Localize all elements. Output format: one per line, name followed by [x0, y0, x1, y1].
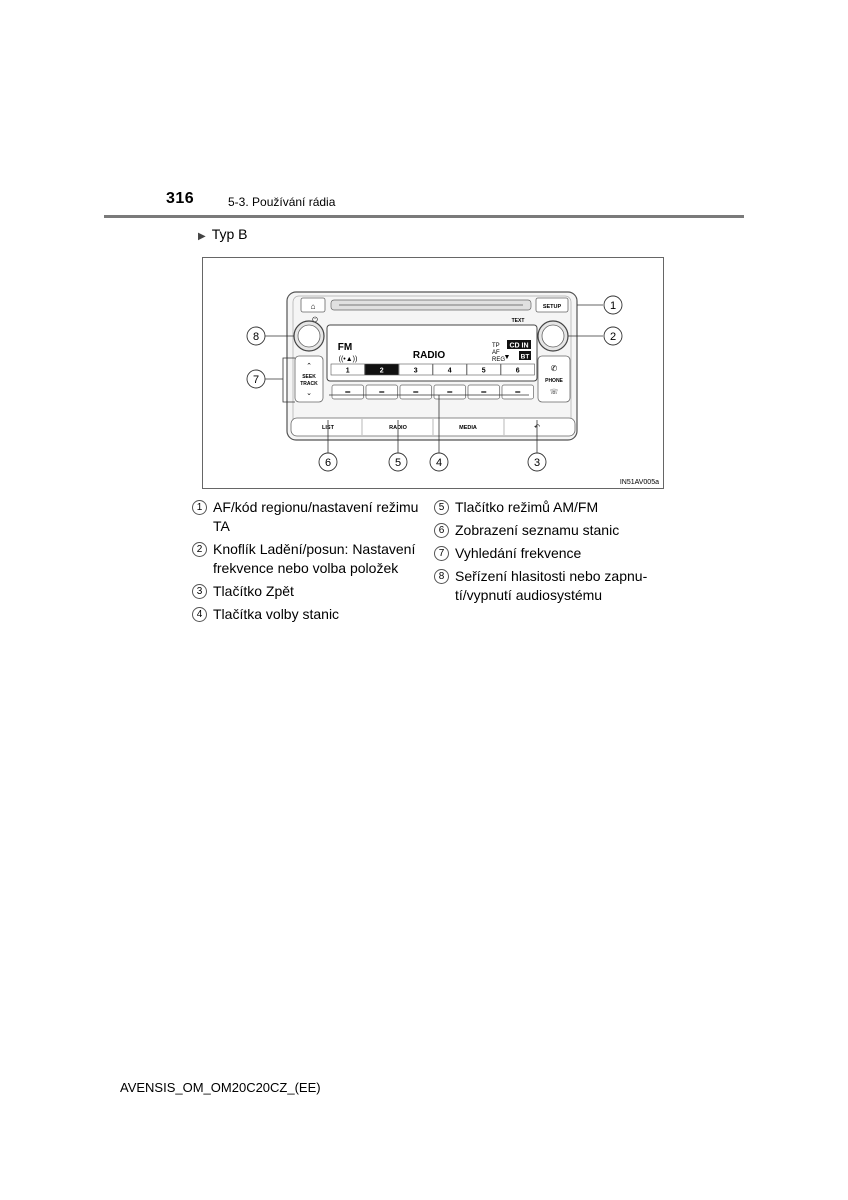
- phone-label: PHONE: [545, 378, 563, 384]
- legend-number: 5: [434, 500, 449, 515]
- legend-number: 6: [434, 523, 449, 538]
- legend-left: 1 AF/kód regionu/nastavení režimu TA 2 K…: [192, 498, 428, 628]
- callout-7: [246, 369, 266, 389]
- band-text: FM: [338, 342, 352, 353]
- tp-text: TP: [492, 343, 500, 349]
- legend-item-6: 6 Zobrazení seznamu stanic: [434, 521, 674, 540]
- ta-signal-icon: ((•▲)): [339, 356, 358, 363]
- legend-item-5: 5 Tlačítko režimů AM/FM: [434, 498, 674, 517]
- cd-in-text: CD IN: [509, 343, 528, 350]
- triangle-bullet-icon: ▶: [198, 231, 206, 242]
- preset-tile-2: [364, 363, 399, 376]
- power-icon: ⏻: [312, 316, 318, 324]
- callout-3-label: 3: [534, 457, 540, 469]
- header-rule: [104, 215, 744, 218]
- preset-button-mark: [447, 391, 453, 393]
- legend-number: 2: [192, 542, 207, 557]
- legend-text: Seřízení hlasitosti nebo zapnu-tí/vypnut…: [455, 568, 648, 603]
- preset-tile-label: 2: [380, 368, 384, 375]
- af-text: AF: [492, 350, 500, 356]
- legend-item-2: 2 Knoflík Ladění/posun: Nastavení frekve…: [192, 540, 428, 578]
- legend-item-1: 1 AF/kód regionu/nastavení režimu TA: [192, 498, 428, 536]
- section-title: 5-3. Používání rádia: [228, 195, 336, 209]
- legend-text: Zobrazení seznamu stanic: [455, 522, 620, 538]
- reg-text: REG: [492, 357, 505, 363]
- callout-2-label: 2: [610, 331, 616, 343]
- bt-badge: [519, 351, 531, 360]
- preset-button-mark: [379, 391, 385, 393]
- callout-4-label: 4: [436, 457, 442, 469]
- legend-text: Knoflík Ladění/posun: Nastavení frekvenc…: [213, 541, 416, 576]
- legend-text: Tlačítko režimů AM/FM: [455, 499, 599, 515]
- phone-button: [537, 355, 571, 403]
- legend-text: AF/kód regionu/nastavení režimu TA: [213, 499, 419, 534]
- callout-5-label: 5: [395, 457, 401, 469]
- radio-diagram: ⌂ ⏻ SETUP TEXT FM ((•▲)) RADIO TP AF REG…: [246, 291, 623, 472]
- text-label: TEXT: [512, 318, 525, 324]
- callout-1: [603, 295, 623, 315]
- preset-button-mark: [345, 391, 351, 393]
- setup-label: SETUP: [543, 304, 562, 310]
- preset-tile-1: [330, 363, 365, 376]
- preset-tile-label: 1: [346, 368, 350, 375]
- legend-text: Tlačítko Zpět: [213, 583, 294, 599]
- legend-number: 4: [192, 607, 207, 622]
- chevron-up-icon: ⌃: [306, 362, 312, 370]
- legend-item-3: 3 Tlačítko Zpět: [192, 582, 428, 601]
- preset-tile-label: 5: [482, 368, 486, 375]
- setup-button: [535, 297, 569, 313]
- home-icon: ⌂: [311, 302, 316, 311]
- phone-pickup-icon: ✆: [551, 364, 558, 373]
- callout-8-label: 8: [253, 331, 259, 343]
- callout-5: [388, 452, 408, 472]
- callout-1-label: 1: [610, 300, 616, 312]
- callout-8: [246, 326, 266, 346]
- track-label: TRACK: [300, 381, 318, 387]
- legend-text: Vyhledání frekvence: [455, 545, 582, 561]
- type-label-text: Typ B: [211, 226, 248, 242]
- bt-text: BT: [521, 354, 530, 361]
- figure-code: IN51AV005a: [619, 479, 659, 486]
- cd-in-badge: [507, 340, 531, 349]
- legend-number: 7: [434, 546, 449, 561]
- preset-button-mark: [515, 391, 521, 393]
- preset-buttons: [331, 384, 534, 400]
- page-number: 316: [166, 190, 195, 207]
- display-radio-text: RADIO: [413, 350, 445, 361]
- callout-7-label: 7: [253, 374, 259, 386]
- callout-6: [318, 452, 338, 472]
- chevron-down-icon: ⌄: [306, 390, 312, 397]
- preset-tile-label: 6: [516, 368, 520, 375]
- legend-text: Tlačítka volby stanic: [213, 606, 340, 622]
- preset-button-mark: [413, 391, 419, 393]
- home-button: [300, 297, 326, 313]
- seek-track-button: [294, 355, 324, 403]
- legend-number: 3: [192, 584, 207, 599]
- callout-4: [429, 452, 449, 472]
- signal-icon: ▼: [504, 354, 511, 361]
- legend-item-7: 7 Vyhledání frekvence: [434, 544, 674, 563]
- preset-tile-label: 4: [448, 368, 452, 375]
- preset-button-mark: [481, 391, 487, 393]
- callout-3: [527, 452, 547, 472]
- legend-right: 5 Tlačítko režimů AM/FM 6 Zobrazení sezn…: [434, 498, 674, 609]
- preset-tile-label: 3: [414, 368, 418, 375]
- preset-tiles: 1 2 3 4 5 6: [330, 363, 535, 376]
- preset-tile-6: [500, 363, 535, 376]
- legend-number: 8: [434, 569, 449, 584]
- legend-item-8: 8 Seřízení hlasitosti nebo zapnu-tí/vypn…: [434, 567, 674, 605]
- callout-2: [603, 326, 623, 346]
- type-label: ▶ Typ B: [198, 226, 248, 242]
- preset-tile-5: [466, 363, 501, 376]
- media-button-label: MEDIA: [459, 425, 477, 431]
- seek-label: SEEK: [302, 374, 316, 380]
- callout-6-label: 6: [325, 457, 331, 469]
- legend-number: 1: [192, 500, 207, 515]
- footer-code: AVENSIS_OM_OM20C20CZ_(EE): [120, 1080, 321, 1095]
- phone-hangup-icon: ☏: [550, 388, 559, 396]
- legend-item-4: 4 Tlačítka volby stanic: [192, 605, 428, 624]
- preset-tile-3: [398, 363, 433, 376]
- radio-figure: ⌂ ⏻ SETUP TEXT FM ((•▲)) RADIO TP AF REG…: [202, 257, 664, 489]
- preset-tile-4: [432, 363, 467, 376]
